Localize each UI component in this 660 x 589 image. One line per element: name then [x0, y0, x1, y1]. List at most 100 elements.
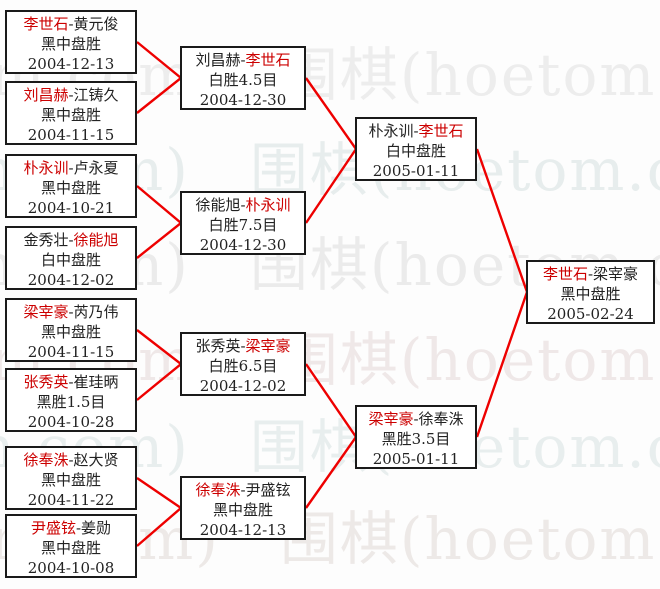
player2-name: 徐能旭: [73, 231, 119, 249]
match-date: 2005-02-24: [547, 305, 634, 323]
players-separator: -: [68, 86, 74, 104]
connector-r1-pair3: [136, 329, 183, 401]
player1-name: 金秀壮: [23, 231, 69, 249]
player1-name: 朴永训: [23, 159, 69, 177]
players-separator: -: [413, 410, 419, 428]
match-players: 张秀英-梁宰豪: [182, 336, 304, 356]
connector-r1-pair1: [136, 41, 183, 114]
match-players: 金秀壮-徐能旭: [7, 230, 135, 250]
player1-name: 李世石: [542, 265, 588, 283]
players-separator: -: [240, 196, 246, 214]
player2-name: 黄元俊: [73, 15, 119, 33]
match-result: 白胜6.5目: [208, 357, 278, 375]
player2-name: 姜勋: [81, 519, 112, 537]
connector-r1-pair2: [136, 185, 183, 259]
match-result: 黑中盘胜: [212, 501, 273, 519]
player2-name: 崔珪昞: [73, 373, 119, 391]
match-date: 2004-11-15: [27, 343, 115, 361]
player1-name: 刘昌赫: [195, 51, 241, 69]
match-result: 黑胜3.5目: [381, 430, 451, 448]
player1-name: 李世石: [23, 15, 69, 33]
player1-name: 徐奉洙: [23, 451, 69, 469]
match-result: 黑中盘胜: [40, 106, 101, 124]
player2-name: 梁宰豪: [593, 265, 639, 283]
match-players: 李世石-梁宰豪: [528, 264, 653, 284]
match-players: 梁宰豪-徐奉洙: [357, 409, 475, 429]
player1-name: 徐能旭: [195, 196, 241, 214]
match-date: 2004-12-13: [27, 55, 115, 73]
match-result: 黑中盘胜: [560, 285, 621, 303]
player2-name: 赵大贤: [73, 451, 119, 469]
match-date: 2005-01-11: [372, 450, 460, 468]
match-players: 张秀英-崔珪昞: [7, 372, 135, 392]
match-date: 2004-12-30: [199, 236, 287, 254]
players-separator: -: [68, 15, 74, 33]
match-box-semifinal-1: 朴永训-李世石 白中盘胜 2005-01-11: [355, 117, 477, 181]
match-box-round1-6: 张秀英-崔珪昞 黑胜1.5目 2004-10-28: [5, 368, 137, 432]
connector-r1-pair4: [136, 477, 183, 547]
match-result: 白胜7.5目: [208, 216, 278, 234]
match-players: 李世石-黄元俊: [7, 14, 135, 34]
match-box-round1-2: 刘昌赫-江铸久 黑中盘胜 2004-11-15: [5, 81, 137, 145]
player1-name: 刘昌赫: [23, 86, 69, 104]
player1-name: 张秀英: [195, 337, 241, 355]
player2-name: 梁宰豪: [245, 337, 291, 355]
connector-r2-pair2: [305, 363, 358, 509]
match-date: 2004-10-28: [27, 413, 115, 431]
player1-name: 张秀英: [23, 373, 69, 391]
match-players: 徐奉洙-尹盛铉: [182, 480, 304, 500]
player2-name: 尹盛铉: [245, 481, 291, 499]
match-result: 黑胜1.5目: [36, 393, 106, 411]
players-separator: -: [587, 265, 594, 283]
match-players: 尹盛铉-姜勋: [7, 518, 135, 538]
players-separator: -: [68, 159, 74, 177]
match-box-round1-8: 尹盛铉-姜勋 黑中盘胜 2004-10-08: [5, 514, 137, 578]
match-players: 徐能旭-朴永训: [182, 195, 304, 215]
players-separator: -: [68, 303, 74, 321]
match-result: 白胜4.5目: [208, 71, 278, 89]
match-box-round2-4: 徐奉洙-尹盛铉 黑中盘胜 2004-12-13: [180, 476, 306, 540]
connector-r2-pair1: [305, 77, 358, 224]
match-box-round2-1: 刘昌赫-李世石 白胜4.5目 2004-12-30: [180, 46, 306, 110]
player2-name: 徐奉洙: [418, 410, 464, 428]
match-result: 黑中盘胜: [40, 35, 101, 53]
match-date: 2005-01-11: [372, 162, 460, 180]
match-date: 2004-12-02: [27, 271, 115, 289]
match-players: 梁宰豪-芮乃伟: [7, 302, 135, 322]
match-box-final: 李世石-梁宰豪 黑中盘胜 2005-02-24: [526, 260, 655, 324]
players-separator: -: [68, 231, 74, 249]
match-box-round1-3: 朴永训-卢永夏 黑中盘胜 2004-10-21: [5, 154, 137, 218]
match-date: 2004-10-08: [27, 559, 115, 577]
player1-name: 朴永训: [368, 122, 414, 140]
match-result: 黑中盘胜: [40, 323, 101, 341]
match-result: 白中盘胜: [385, 142, 446, 160]
players-separator: -: [240, 481, 246, 499]
player2-name: 芮乃伟: [73, 303, 119, 321]
match-players: 徐奉洙-赵大贤: [7, 450, 135, 470]
match-result: 黑中盘胜: [40, 179, 101, 197]
match-box-round2-3: 张秀英-梁宰豪 白胜6.5目 2004-12-02: [180, 332, 306, 396]
player2-name: 李世石: [245, 51, 291, 69]
player2-name: 李世石: [418, 122, 464, 140]
match-date: 2004-11-22: [27, 491, 115, 509]
match-date: 2004-12-02: [199, 377, 287, 395]
match-box-round2-2: 徐能旭-朴永训 白胜7.5目 2004-12-30: [180, 191, 306, 255]
player1-name: 尹盛铉: [30, 519, 76, 537]
player2-name: 江铸久: [73, 86, 119, 104]
match-players: 朴永训-卢永夏: [7, 158, 135, 178]
connector-sf-pair: [475, 148, 529, 438]
players-separator: -: [413, 122, 419, 140]
player1-name: 梁宰豪: [368, 410, 414, 428]
player2-name: 朴永训: [245, 196, 291, 214]
players-separator: -: [240, 337, 246, 355]
match-box-round1-1: 李世石-黄元俊 黑中盘胜 2004-12-13: [5, 10, 137, 74]
match-date: 2004-11-15: [27, 126, 115, 144]
players-separator: -: [68, 451, 74, 469]
match-date: 2004-10-21: [27, 199, 115, 217]
player2-name: 卢永夏: [73, 159, 119, 177]
match-date: 2004-12-13: [199, 521, 287, 539]
match-result: 黑中盘胜: [40, 471, 101, 489]
player1-name: 梁宰豪: [23, 303, 69, 321]
match-result: 白中盘胜: [40, 251, 101, 269]
